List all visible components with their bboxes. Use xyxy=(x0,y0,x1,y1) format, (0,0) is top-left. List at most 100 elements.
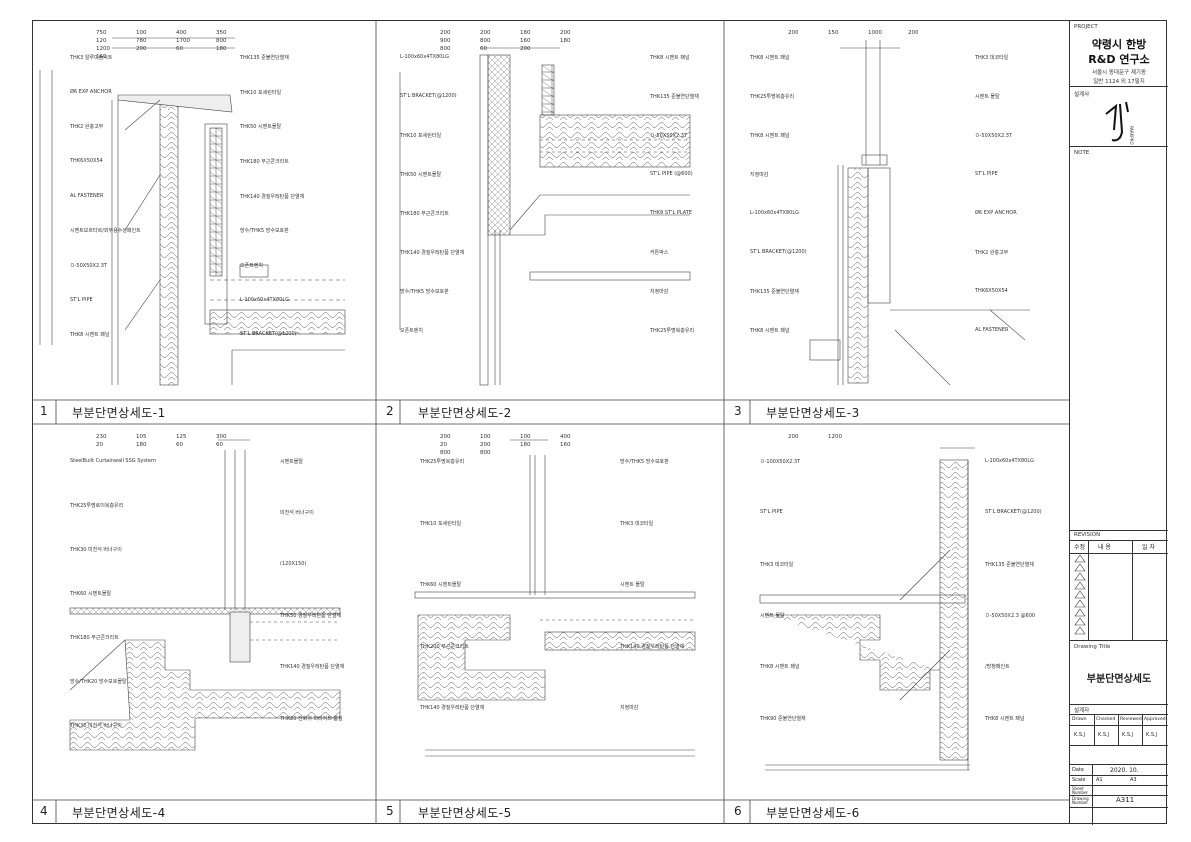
panel-4-note: THK180 무근콘크리트 xyxy=(70,635,119,641)
panel-1-note: THK3 알루미늄시트 xyxy=(70,55,113,61)
project-name-line-2: R&D 연구소 xyxy=(1088,53,1150,66)
panel-2-dimension: 200 xyxy=(480,30,491,36)
panel-5-note: 지정마감 xyxy=(620,705,639,712)
panel-6-note: L-100x60x4TX80LG xyxy=(985,458,1035,464)
panel-4-note: (120X150) xyxy=(280,560,307,567)
sign-name-drawn: K.S.J xyxy=(1074,732,1086,738)
panel-1-note: THK135 준불연단열재 xyxy=(240,55,289,61)
panel-1-note: AL FASTENER xyxy=(70,192,104,199)
panel-4-caption: 부분단면상세도-4 xyxy=(72,806,166,820)
sign-table: Drawn Checked Reviewed Approved K.S.J K.… xyxy=(1070,714,1168,746)
panel-5-dimension: 100 xyxy=(480,434,491,440)
detail-2 xyxy=(399,47,691,386)
panel-2-dimension: 180 xyxy=(560,38,571,44)
panel-2-note: THK50 시멘트몰탈 xyxy=(400,172,442,178)
panel-5-dimension: 100 xyxy=(520,434,531,440)
panel-1-dimension: 800 xyxy=(216,38,227,44)
revision-header-content: 내 용 xyxy=(1098,544,1111,551)
panel-4-dimension: 230 xyxy=(96,434,107,440)
panel-3-note: ST'L PIPE xyxy=(975,171,998,177)
panel-1-note: ST'L PIPE xyxy=(70,296,93,303)
panel-5-dimension: 800 xyxy=(480,450,491,456)
note-label: NOTE xyxy=(1074,150,1090,156)
panel-4-note: 시멘트몰탈 xyxy=(280,459,304,465)
panel-3-note: L-100x60x4TX80LG xyxy=(750,210,800,216)
panel-4-dimension: 105 xyxy=(136,434,147,440)
panel-1-note: THK6X50X54 xyxy=(70,158,103,164)
panel-2-note: THK25투명복층유리 xyxy=(650,328,695,334)
panel-1-note: ST'L BRACKET(@1200) xyxy=(240,331,297,338)
panel-3-note: THK8 시멘트 패널 xyxy=(750,328,790,334)
panel-1-note: Ø6 EXP ANCHOR xyxy=(70,88,112,95)
panel-6-note: 시멘트 몰탈 xyxy=(760,613,785,619)
revision-table: 수정 내 용 일 자 xyxy=(1070,540,1168,641)
panel-5-dimension: 800 xyxy=(440,450,451,456)
revision-header-date: 일 자 xyxy=(1142,544,1155,551)
panel-1-dimension: 1700 xyxy=(176,38,190,44)
panel-4-note: THK60 시멘트몰탈 xyxy=(70,591,112,597)
panel-6-note: /방청페인트 xyxy=(985,664,1010,671)
scale-a1: A1 xyxy=(1096,777,1103,783)
revision-header-no: 수정 xyxy=(1074,544,1086,551)
panel-3-note: THK2 완충고무 xyxy=(975,250,1009,256)
panel-2-dimension: 800 xyxy=(440,46,451,52)
panel-2-dimension: 200 xyxy=(560,30,571,36)
panel-5-dimension: 180 xyxy=(520,442,531,448)
panel-5-dimension: 160 xyxy=(560,442,571,448)
panel-2-note: 오픈트렌치 xyxy=(400,328,424,334)
panel-1-note: L-100x60x4TX80LG xyxy=(240,296,290,303)
panel-1-dimension: 780 xyxy=(136,38,147,44)
panel-5-note: THK3 데코타일 xyxy=(620,520,654,527)
panel-2-dimension: 200 xyxy=(440,30,451,36)
panel-5-note: THK140 경질우레탄폼 단열재 xyxy=(620,643,685,650)
panel-2-note: THK180 무근콘크리트 xyxy=(400,211,449,217)
panel-4-dimension: 125 xyxy=(176,434,187,440)
project-label: PROJECT xyxy=(1074,24,1098,30)
panel-2-note: 지정마감 xyxy=(650,289,669,295)
scale-a3: A3 xyxy=(1130,777,1137,783)
svg-text:PARKPRO: PARKPRO xyxy=(1129,126,1134,145)
panel-4-dimension: 20 xyxy=(96,442,103,448)
drawing-title: 부분단면상세도 xyxy=(1086,674,1152,685)
panel-4-dimension: 300 xyxy=(216,434,227,440)
sign-role-reviewed: Reviewed xyxy=(1120,717,1142,722)
panel-3-caption: 부분단면상세도-3 xyxy=(766,406,860,420)
panel-3-dimension: 150 xyxy=(828,30,839,36)
panel-6-dimension: 200 xyxy=(788,434,799,440)
panel-6-note: ST'L BRACKET(@1200) xyxy=(985,509,1042,516)
panel-1-note: THK50 시멘트몰탈 xyxy=(240,124,282,131)
detail-3 xyxy=(809,40,1030,386)
sheet-number-label: Sheet Number xyxy=(1072,786,1089,795)
detail-4 xyxy=(69,439,341,751)
panel-4-note: THK30 미천석 버너구이 xyxy=(70,723,122,729)
panel-1-dimension: 100 xyxy=(136,30,147,36)
panel-5-note: THK25투명복층유리 xyxy=(420,459,465,465)
sign-name-checked: K.S.J xyxy=(1098,732,1110,738)
panel-2-note: ST'L BRACKET(@1200) xyxy=(400,93,457,99)
panel-1-dimension: 60 xyxy=(176,46,183,52)
panel-1-note: 오픈트렌치 xyxy=(240,263,264,269)
panel-4-dimension: 180 xyxy=(136,442,147,448)
panel-5-dimension: 200 xyxy=(480,442,491,448)
panel-4-note: THK50 경질우레탄폼 단열재 xyxy=(280,613,342,619)
panel-5-note: THK140 경질우레탄폼 단열재 xyxy=(420,705,485,712)
panel-3-note: 지정마감 xyxy=(750,172,769,178)
panel-5-dimension: 400 xyxy=(560,434,571,440)
panel-3-dimension: 200 xyxy=(908,30,919,36)
panel-1-note: THK140 경질우레탄폼 단열재 xyxy=(240,193,305,200)
revision-triangles xyxy=(1074,554,1086,635)
designer-signature-logo: PARKPRO xyxy=(1105,101,1134,145)
panel-3-note: THK135 준불연단열재 xyxy=(750,289,799,295)
panel-1-note: 시멘트모르타르/외부용수성페인트 xyxy=(70,228,141,235)
sign-role-approved: Approved xyxy=(1144,717,1166,722)
detail-6 xyxy=(759,447,975,771)
panel-2-note: THK10 포세린타일 xyxy=(400,133,442,139)
panel-4-note: THK30 미천석 버너구이 xyxy=(70,547,122,553)
panel-4-dimension: 60 xyxy=(176,442,183,448)
panel-4-number: 4 xyxy=(40,804,48,818)
project-address-line-2: 일반 1124 외 17필지 xyxy=(1093,79,1145,85)
panel-2-note: 커튼박스 xyxy=(650,250,669,256)
panel-6-note: THK3 데코타일 xyxy=(760,561,794,568)
panel-3-number: 3 xyxy=(734,404,742,418)
drawing-number-label: Drawing Number xyxy=(1072,796,1089,805)
